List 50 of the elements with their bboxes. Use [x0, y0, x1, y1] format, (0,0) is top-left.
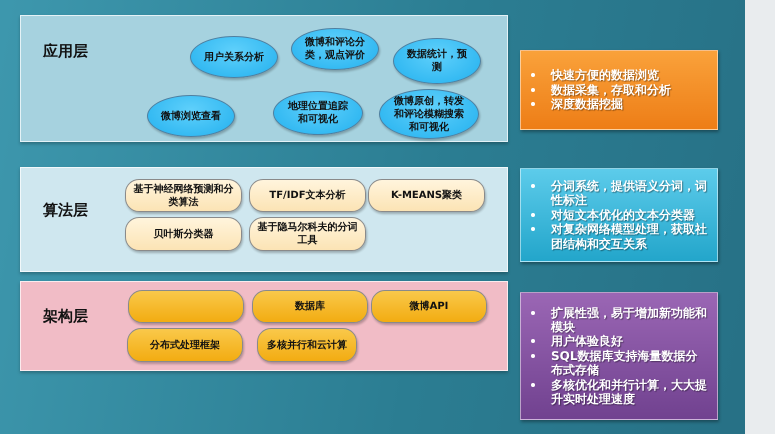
- bullet-item: 快速方便的数据浏览: [551, 68, 659, 82]
- rounded-box: [125, 217, 242, 251]
- ellipse-node: [291, 28, 379, 70]
- bullet-item: 多核优化和并行计算，大大提升实时处理速度: [551, 378, 707, 406]
- node-label: K-MEANS聚类: [390, 189, 462, 202]
- node-label: 基于神经网络预测和分类算法: [132, 182, 234, 208]
- node-label: 微博API: [410, 300, 448, 313]
- bullet-panel: [520, 292, 718, 420]
- node-label: 地理位置追踪和可视化: [286, 100, 349, 126]
- rounded-box: [127, 328, 243, 362]
- layer-heading: 应用层: [43, 42, 88, 60]
- bullet-panel: [520, 168, 718, 262]
- rounded-box: [257, 328, 357, 362]
- node-label: 用户关系分析: [204, 50, 264, 64]
- ellipse-node: [273, 91, 363, 135]
- rounded-box: [252, 290, 368, 323]
- rounded-box: [249, 217, 366, 251]
- node-label: 微博浏览查看: [161, 110, 221, 122]
- layer-panel: [20, 15, 508, 142]
- rounded-box: [125, 179, 242, 212]
- node-label: TF/IDF文本分析: [269, 189, 346, 202]
- node-label: 数据库: [295, 300, 325, 313]
- node-label: 基于隐马尔科夫的分词工具: [256, 221, 358, 247]
- empty-rounded-box: [128, 290, 244, 323]
- bullet-item: 对短文本优化的文本分类器: [551, 208, 695, 222]
- node-label: 贝叶斯分类器: [154, 228, 214, 240]
- bullet-item: 扩展性强，易于增加新功能和模块: [551, 306, 707, 334]
- bullet-item: 对复杂网络模型处理，获取社团结构和交互关系: [551, 222, 707, 251]
- node-label: 数据统计，预测: [406, 48, 468, 74]
- bullet-item: 数据采集，存取和分析: [551, 82, 671, 97]
- rounded-box: [368, 179, 485, 212]
- bullet-item: 分词系统，提供语义分词，词性标注: [551, 179, 707, 208]
- layer-heading: 算法层: [43, 200, 88, 220]
- bullet-panel: [520, 50, 718, 130]
- rounded-box: [371, 290, 487, 323]
- node-label: 多核并行和云计算: [267, 338, 347, 352]
- rounded-box: [249, 179, 366, 212]
- ellipse-node: [147, 95, 235, 137]
- layer-heading: 架构层: [43, 307, 88, 326]
- node-label: 微博原创，转发和评论模糊搜索和可视化: [392, 94, 465, 134]
- layer-panel: [20, 167, 508, 272]
- bullet-item: 深度数据挖掘: [551, 97, 623, 112]
- node-label: 分布式处理框架: [150, 338, 220, 352]
- ellipse-node: [190, 36, 278, 78]
- ellipse-node: [393, 38, 481, 84]
- ellipse-node: [379, 89, 479, 139]
- bullet-item: 用户体验良好: [551, 334, 623, 348]
- bullet-item: SQL数据库支持海量数据分布式存储: [551, 348, 698, 378]
- node-label: 微博和评论分类，观点评价: [304, 36, 366, 62]
- layer-panel: [20, 281, 508, 371]
